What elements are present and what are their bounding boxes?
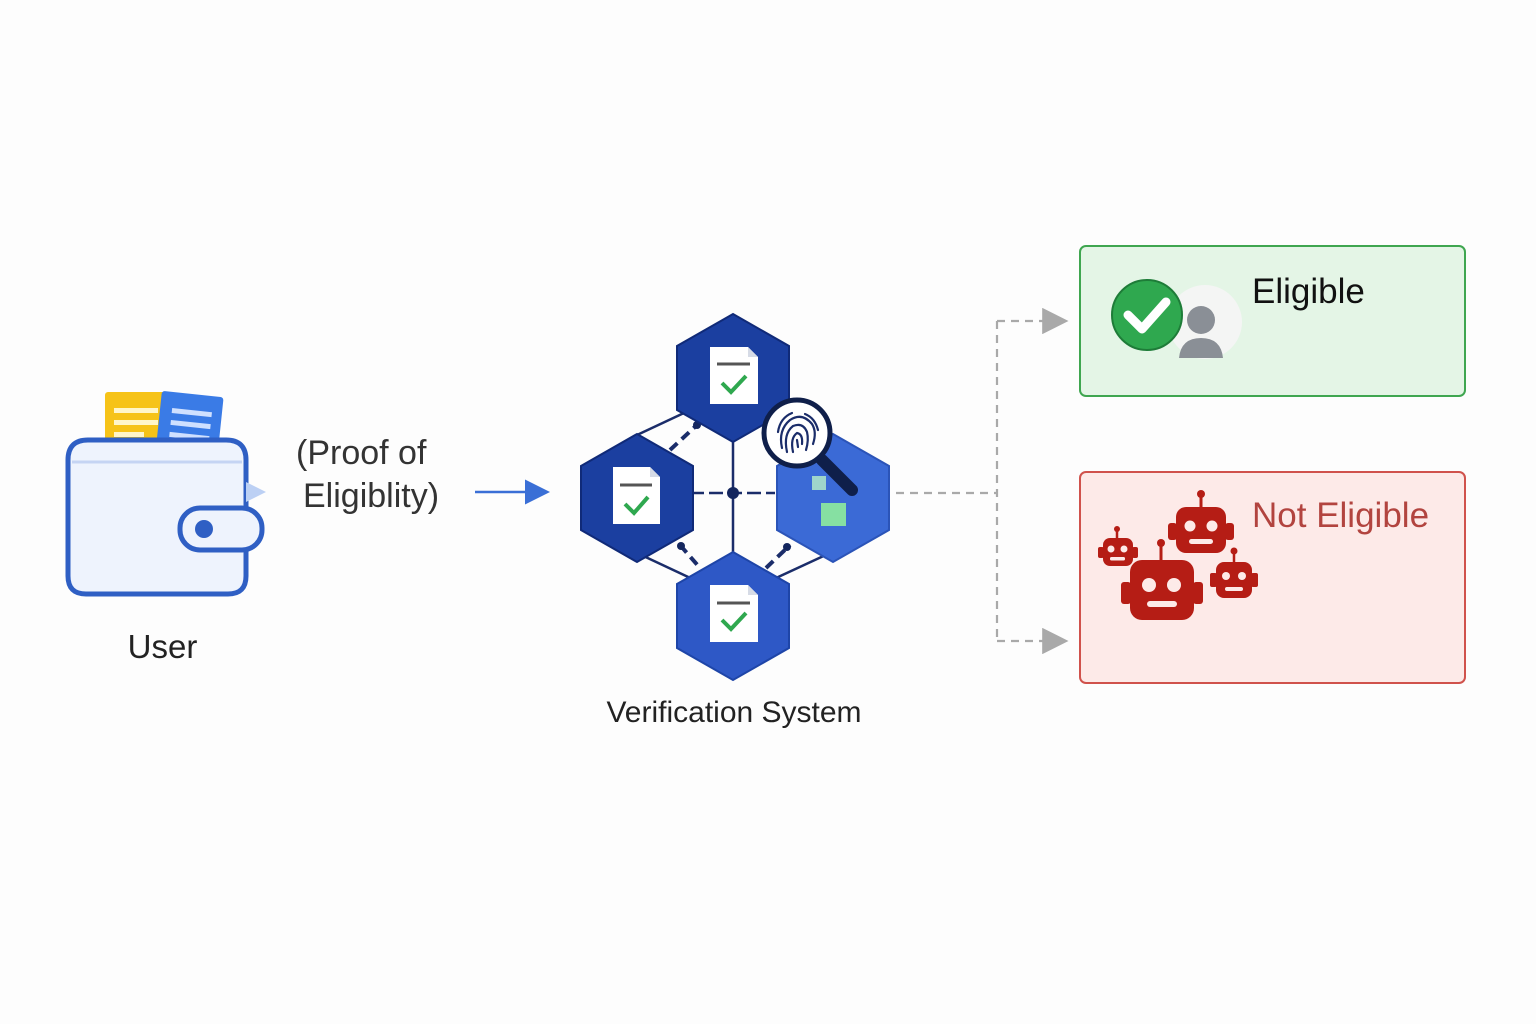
fingerprint-magnifier-icon bbox=[761, 397, 858, 496]
eligible-label: Eligible bbox=[1252, 272, 1365, 311]
hexagon-node-icon bbox=[676, 312, 790, 444]
document-check-icon bbox=[710, 347, 758, 404]
check-circle-icon bbox=[1111, 279, 1183, 351]
user-label: User bbox=[127, 628, 198, 665]
document-check-icon bbox=[710, 585, 758, 642]
hexagon-node-icon bbox=[580, 432, 694, 564]
not-eligible-label: Not Eligible bbox=[1252, 496, 1430, 535]
proof-label-line-2: Eligiblity) bbox=[303, 477, 440, 515]
verification-system-label: Verification System bbox=[606, 696, 862, 729]
robot-icon bbox=[1098, 526, 1138, 566]
document-check-icon bbox=[613, 467, 660, 524]
hexagon-node-icon bbox=[676, 550, 790, 682]
robot-icon bbox=[1210, 547, 1258, 598]
wallet-icon bbox=[65, 391, 266, 597]
robot-icon bbox=[1121, 539, 1203, 620]
proof-of-eligibility-label: (Proof of Eligiblity) bbox=[296, 432, 439, 518]
proof-label-line-1: (Proof of bbox=[296, 434, 427, 472]
robot-icon bbox=[1168, 490, 1234, 553]
outcome-routing-lines bbox=[896, 307, 1069, 655]
verification-network bbox=[580, 312, 890, 682]
person-avatar-icon bbox=[1168, 285, 1242, 359]
